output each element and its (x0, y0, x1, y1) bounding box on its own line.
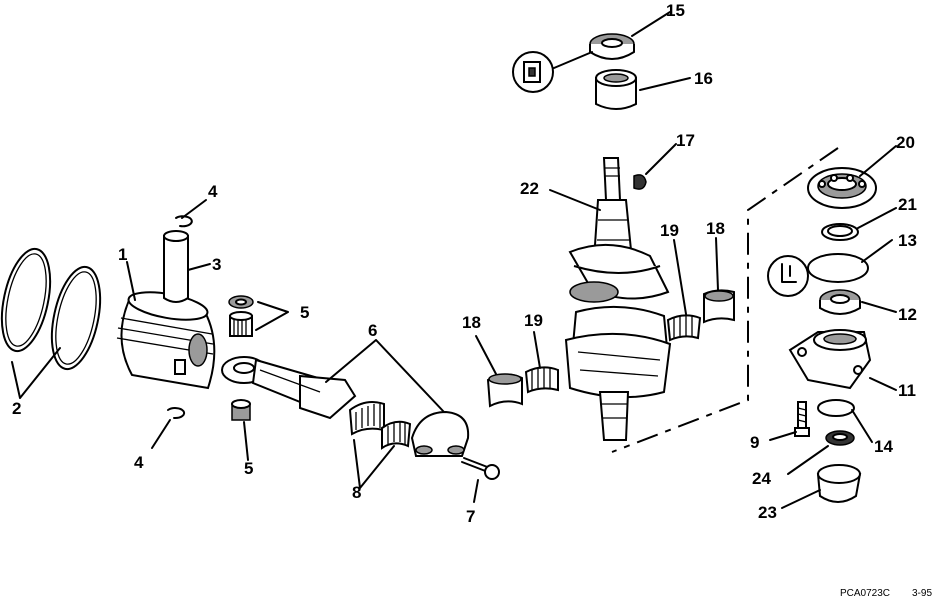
callout-20: 20 (896, 133, 915, 152)
callout-19-right: 19 (660, 221, 679, 240)
callout-5-upper: 5 (300, 303, 309, 322)
callout-19-left: 19 (524, 311, 543, 330)
callout-12: 12 (898, 305, 917, 324)
retaining-ring-upper (175, 215, 193, 228)
drawing-code: PCA0723C 3-95 (840, 588, 932, 599)
leader-lines (11, 11, 897, 509)
piston-pin (163, 230, 189, 303)
retaining-ring-lower (167, 407, 186, 420)
roller-bearing-upper (595, 69, 637, 110)
crankshaft (564, 157, 672, 441)
oil-seal-lower (819, 289, 861, 315)
callout-17: 17 (676, 131, 695, 150)
snap-ring (821, 223, 859, 241)
lower-bearing-housing (788, 329, 872, 390)
rod-bearing-halves (348, 401, 412, 450)
o-ring-lower (817, 399, 855, 417)
main-bearing-18-right (703, 289, 735, 324)
callout-11: 11 (898, 381, 916, 400)
connecting-rod-cap (410, 410, 470, 457)
callout-5-lower: 5 (244, 459, 253, 478)
seal-washer (825, 430, 855, 446)
callout-8: 8 (352, 483, 361, 502)
ball-bearing (807, 167, 877, 209)
main-bearing-19-right (666, 314, 702, 342)
callout-7: 7 (466, 507, 475, 526)
callout-1: 1 (118, 245, 127, 264)
callout-18-right: 18 (706, 219, 725, 238)
rod-bolt (461, 457, 500, 480)
callout-6: 6 (368, 321, 377, 340)
callout-4-lower: 4 (134, 453, 144, 472)
callout-21: 21 (898, 195, 917, 214)
callout-18-left: 18 (462, 313, 481, 332)
needle-bearing-lower (231, 399, 251, 421)
o-ring-upper (807, 253, 869, 283)
main-bearing-19-left (524, 366, 559, 394)
sealant-icon (512, 51, 554, 93)
callout-14: 14 (874, 437, 893, 456)
callout-2: 2 (12, 399, 21, 418)
drawing-code-text: PCA0723C (840, 588, 890, 599)
callout-9: 9 (750, 433, 759, 452)
lubricant-icon (767, 255, 809, 297)
oil-seal-upper (589, 33, 635, 60)
callout-4-upper: 4 (208, 182, 218, 201)
woodruff-key (633, 174, 647, 190)
connecting-rod (221, 356, 357, 420)
callout-22: 22 (520, 179, 539, 198)
piston (116, 291, 216, 390)
callout-16: 16 (694, 69, 713, 88)
callout-24: 24 (752, 469, 771, 488)
assembly-bracket-line (611, 147, 839, 453)
housing-screw (794, 401, 810, 437)
callout-labels: 1 2 3 4 4 5 5 6 7 8 9 11 12 13 14 15 16 … (12, 1, 917, 526)
end-cap (816, 464, 862, 503)
callout-23: 23 (758, 503, 777, 522)
callout-15: 15 (666, 1, 685, 20)
thrust-washer-upper (228, 295, 254, 309)
piston-rings (0, 247, 102, 371)
revision-text: 3-95 (912, 588, 932, 599)
needle-bearing-upper (229, 311, 253, 337)
main-bearing-18-left (486, 373, 523, 408)
callout-3: 3 (212, 255, 221, 274)
callout-13: 13 (898, 231, 917, 250)
